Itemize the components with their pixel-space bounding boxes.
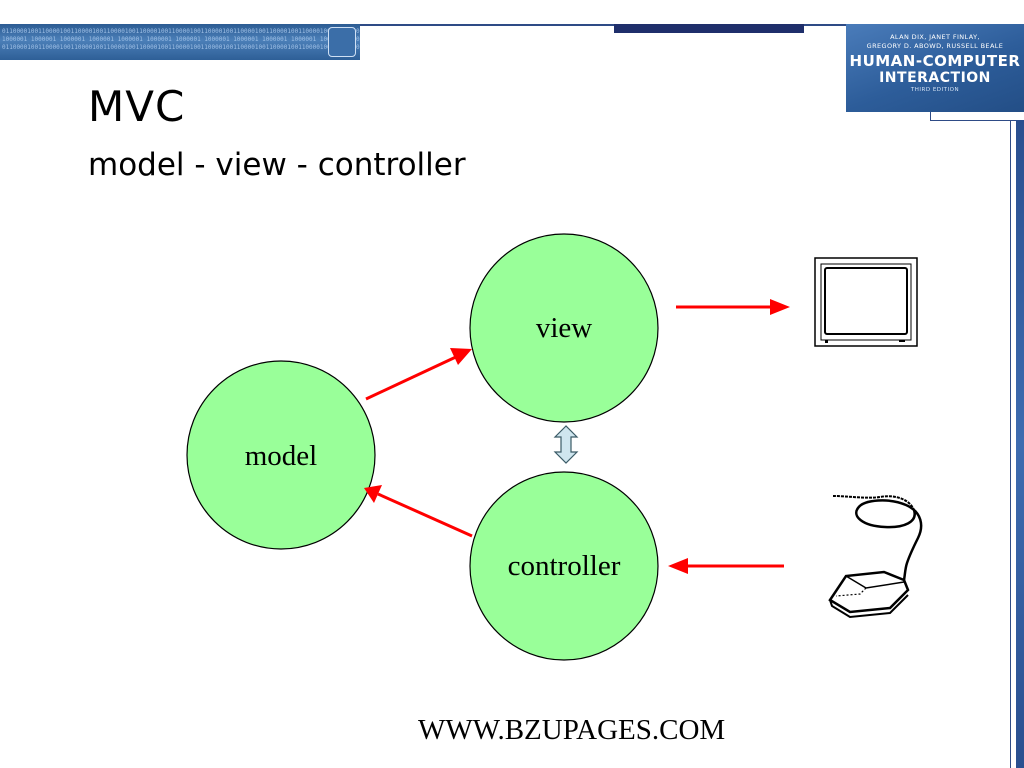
node-view: view	[469, 233, 659, 423]
controller-circle	[469, 471, 659, 661]
header-accent-bar	[614, 24, 804, 33]
book-logo-edition: THIRD EDITION	[910, 87, 960, 93]
logo-rule-vertical	[930, 112, 931, 121]
footer-url: WWW.BZUPAGES.COM	[418, 714, 726, 746]
arrow-mouse-to-controller	[668, 558, 784, 574]
book-logo-authors: ALAN DIX, JANET FINLAY, GREGORY D. ABOWD…	[846, 24, 1024, 51]
node-model: model	[186, 360, 376, 550]
book-logo-authors-line1: ALAN DIX, JANET FINLAY,	[890, 33, 980, 41]
slide-subtitle: model - view - controller	[88, 147, 466, 183]
arrow-view-to-monitor	[676, 299, 790, 315]
book-logo: ALAN DIX, JANET FINLAY, GREGORY D. ABOWD…	[846, 24, 1024, 112]
model-circle	[186, 360, 376, 550]
controller-label: controller	[508, 550, 621, 582]
book-logo-authors-line2: GREGORY D. ABOWD, RUSSELL BEALE	[866, 42, 1004, 50]
slide-title: MVC	[88, 82, 186, 131]
logo-rule	[930, 120, 1016, 121]
right-edge-stripe	[1016, 120, 1024, 768]
mouse-icon	[828, 495, 923, 619]
arrow-model-to-view	[365, 348, 472, 401]
book-logo-title-line1: HUMAN-COMPUTER	[849, 52, 1021, 70]
book-logo-title-line2: INTERACTION	[879, 70, 991, 86]
header-binary-banner: 0110000100110000100110000100110000100110…	[0, 24, 360, 60]
node-controller: controller	[469, 471, 659, 661]
view-circle	[469, 233, 659, 423]
arrow-controller-to-model	[364, 485, 473, 538]
right-edge-line	[1010, 120, 1011, 768]
header-rule	[360, 24, 860, 26]
binary-code-text: 0110000100110000100110000100110000100110…	[2, 28, 360, 51]
view-label: view	[536, 312, 592, 344]
double-arrow-icon	[553, 425, 579, 464]
model-label: model	[245, 440, 318, 472]
monitor-icon	[814, 257, 918, 347]
chip-icon	[328, 27, 356, 57]
